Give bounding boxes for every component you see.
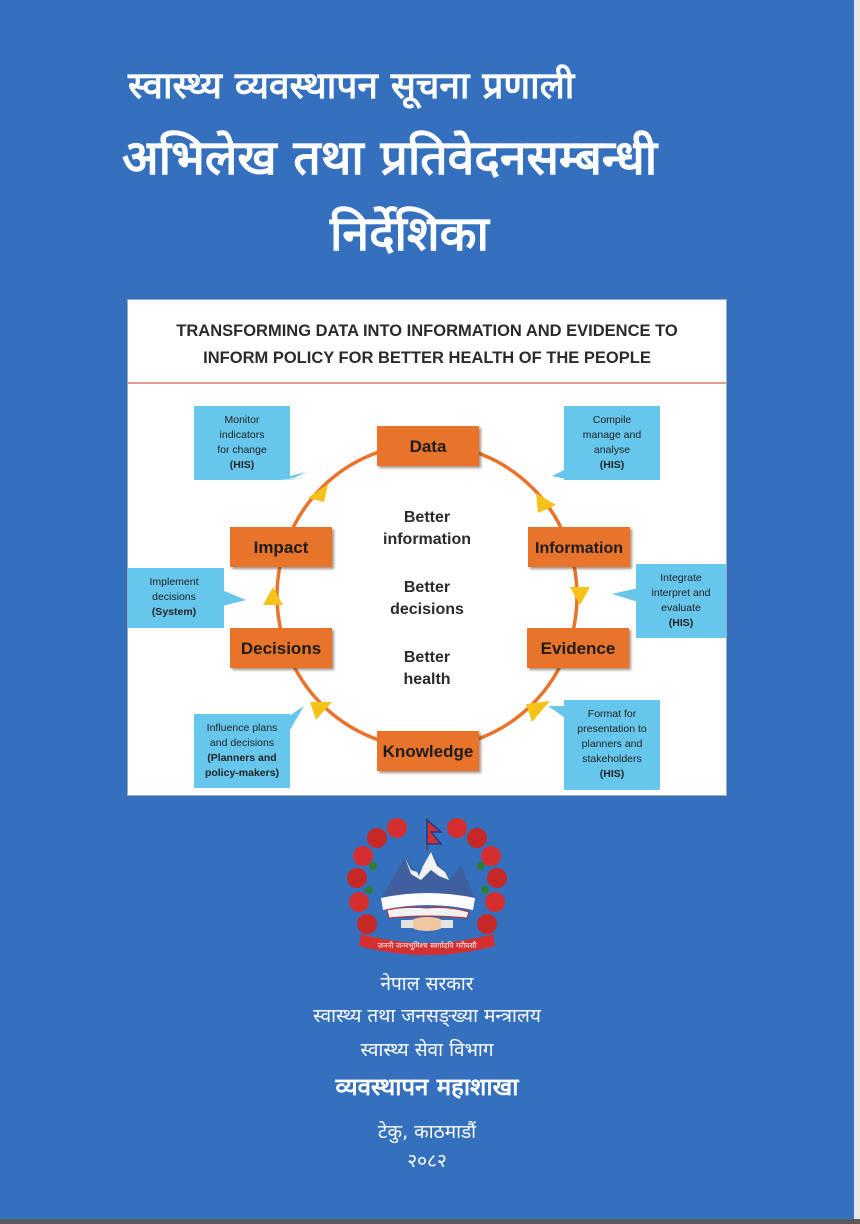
page-edge-bottom bbox=[0, 1219, 860, 1224]
nepal-flag-icon bbox=[426, 818, 444, 850]
callout-implement-line-2: decisions bbox=[152, 591, 196, 603]
callout-influence-line-2: and decisions bbox=[210, 737, 274, 749]
stage-decisions-label: Decisions bbox=[241, 639, 321, 658]
callout-integrate-line-2: interpret and bbox=[652, 587, 711, 599]
data-cycle-figure: TRANSFORMING DATA INTO INFORMATION AND E… bbox=[127, 299, 727, 796]
callout-influence: Influence plans and decisions (Planners … bbox=[194, 706, 304, 788]
mountain-icon bbox=[381, 852, 475, 910]
government-name: नेपाल सरकार bbox=[380, 973, 474, 995]
center-better-information-2: information bbox=[383, 531, 471, 548]
title-line-3: निर्देशिका bbox=[330, 206, 489, 262]
stage-impact: Impact bbox=[230, 527, 332, 567]
title-line-2: अभिलेख तथा प्रतिवेदनसम्बन्धी bbox=[122, 130, 658, 186]
callout-compile-line-3: analyse bbox=[594, 444, 630, 456]
callout-format-line-3: planners and bbox=[582, 738, 643, 750]
rhododendron-wreath-icon bbox=[347, 818, 507, 934]
callout-format-line-5: (HIS) bbox=[600, 768, 625, 780]
center-text: Better information Better decisions Bett… bbox=[383, 509, 471, 688]
arrow-to-decisions bbox=[310, 702, 332, 720]
nepal-map-icon bbox=[386, 906, 470, 919]
callout-implement-line-3: (System) bbox=[152, 606, 196, 618]
stage-information: Information bbox=[528, 527, 630, 567]
year: २०८२ bbox=[407, 1150, 447, 1172]
title-line-1: स्वास्थ्य व्यवस्थापन सूचना प्रणाली bbox=[128, 64, 575, 107]
arrow-to-knowledge bbox=[526, 701, 550, 722]
stage-knowledge-label: Knowledge bbox=[383, 742, 474, 761]
callout-integrate: Integrate interpret and evaluate (HIS) bbox=[612, 564, 726, 638]
stage-evidence-label: Evidence bbox=[541, 639, 616, 658]
callout-compile-line-4: (HIS) bbox=[600, 459, 625, 471]
center-better-health-1: Better bbox=[404, 649, 450, 666]
page-edge-right bbox=[854, 0, 860, 1224]
callout-compile-line-1: Compile bbox=[593, 414, 632, 426]
stage-decisions: Decisions bbox=[230, 628, 332, 668]
callout-integrate-line-1: Integrate bbox=[660, 572, 702, 584]
center-better-information-1: Better bbox=[404, 509, 450, 526]
center-better-decisions-1: Better bbox=[404, 579, 450, 596]
stage-data: Data bbox=[377, 426, 479, 466]
callout-influence-line-4: policy-makers) bbox=[205, 767, 279, 779]
location: टेकु, काठमाडौं bbox=[377, 1121, 477, 1143]
arrow-to-evidence bbox=[570, 587, 590, 605]
department-name: स्वास्थ्य सेवा विभाग bbox=[360, 1039, 494, 1061]
callout-implement: Implement decisions (System) bbox=[128, 568, 246, 628]
handshake-icon bbox=[401, 917, 453, 931]
callout-format: Format for presentation to planners and … bbox=[548, 700, 660, 790]
stage-knowledge: Knowledge bbox=[377, 731, 479, 771]
ministry-name: स्वास्थ्य तथा जनसङ्ख्या मन्त्रालय bbox=[313, 1005, 541, 1027]
callout-format-line-1: Format for bbox=[588, 708, 637, 720]
division-name: व्यवस्थापन महाशाखा bbox=[335, 1073, 519, 1101]
figure-heading-line-2: INFORM POLICY FOR BETTER HEALTH OF THE P… bbox=[203, 349, 651, 367]
stage-impact-label: Impact bbox=[254, 538, 309, 557]
callout-influence-line-3: (Planners and bbox=[207, 752, 276, 764]
stage-evidence: Evidence bbox=[527, 628, 629, 668]
callout-format-line-2: presentation to bbox=[577, 723, 647, 735]
center-better-health-2: health bbox=[403, 671, 450, 688]
callout-format-line-4: stakeholders bbox=[582, 753, 642, 765]
callout-monitor-line-1: Monitor bbox=[224, 414, 260, 426]
callout-implement-line-1: Implement bbox=[149, 576, 198, 588]
arrow-to-impact bbox=[263, 587, 283, 605]
figure-heading-line-1: TRANSFORMING DATA INTO INFORMATION AND E… bbox=[176, 322, 678, 340]
arrow-to-information bbox=[536, 493, 556, 513]
motto-text: जननी जन्मभूमिश्च स्वर्गादपि गरीयसी bbox=[377, 941, 477, 951]
nepal-emblem: जननी जन्मभूमिश्च स्वर्गादपि गरीयसी bbox=[347, 818, 507, 955]
motto-ribbon: जननी जन्मभूमिश्च स्वर्गादपि गरीयसी bbox=[359, 934, 495, 955]
stage-data-label: Data bbox=[410, 437, 447, 456]
callout-monitor-line-2: indicators bbox=[220, 429, 265, 441]
callout-integrate-line-4: (HIS) bbox=[669, 617, 694, 629]
callout-monitor: Monitor indicators for change (HIS) bbox=[194, 406, 306, 480]
callout-compile-line-2: manage and bbox=[583, 429, 642, 441]
stage-information-label: Information bbox=[535, 540, 623, 557]
center-better-decisions-2: decisions bbox=[390, 601, 464, 618]
callout-influence-line-1: Influence plans bbox=[207, 722, 278, 734]
callout-monitor-line-3: for change bbox=[217, 444, 267, 456]
callout-integrate-line-3: evaluate bbox=[661, 602, 701, 614]
arrow-to-data bbox=[308, 484, 328, 502]
callout-monitor-line-4: (HIS) bbox=[230, 459, 255, 471]
data-cycle-diagram: TRANSFORMING DATA INTO INFORMATION AND E… bbox=[128, 322, 726, 790]
callout-compile: Compile manage and analyse (HIS) bbox=[552, 406, 660, 480]
